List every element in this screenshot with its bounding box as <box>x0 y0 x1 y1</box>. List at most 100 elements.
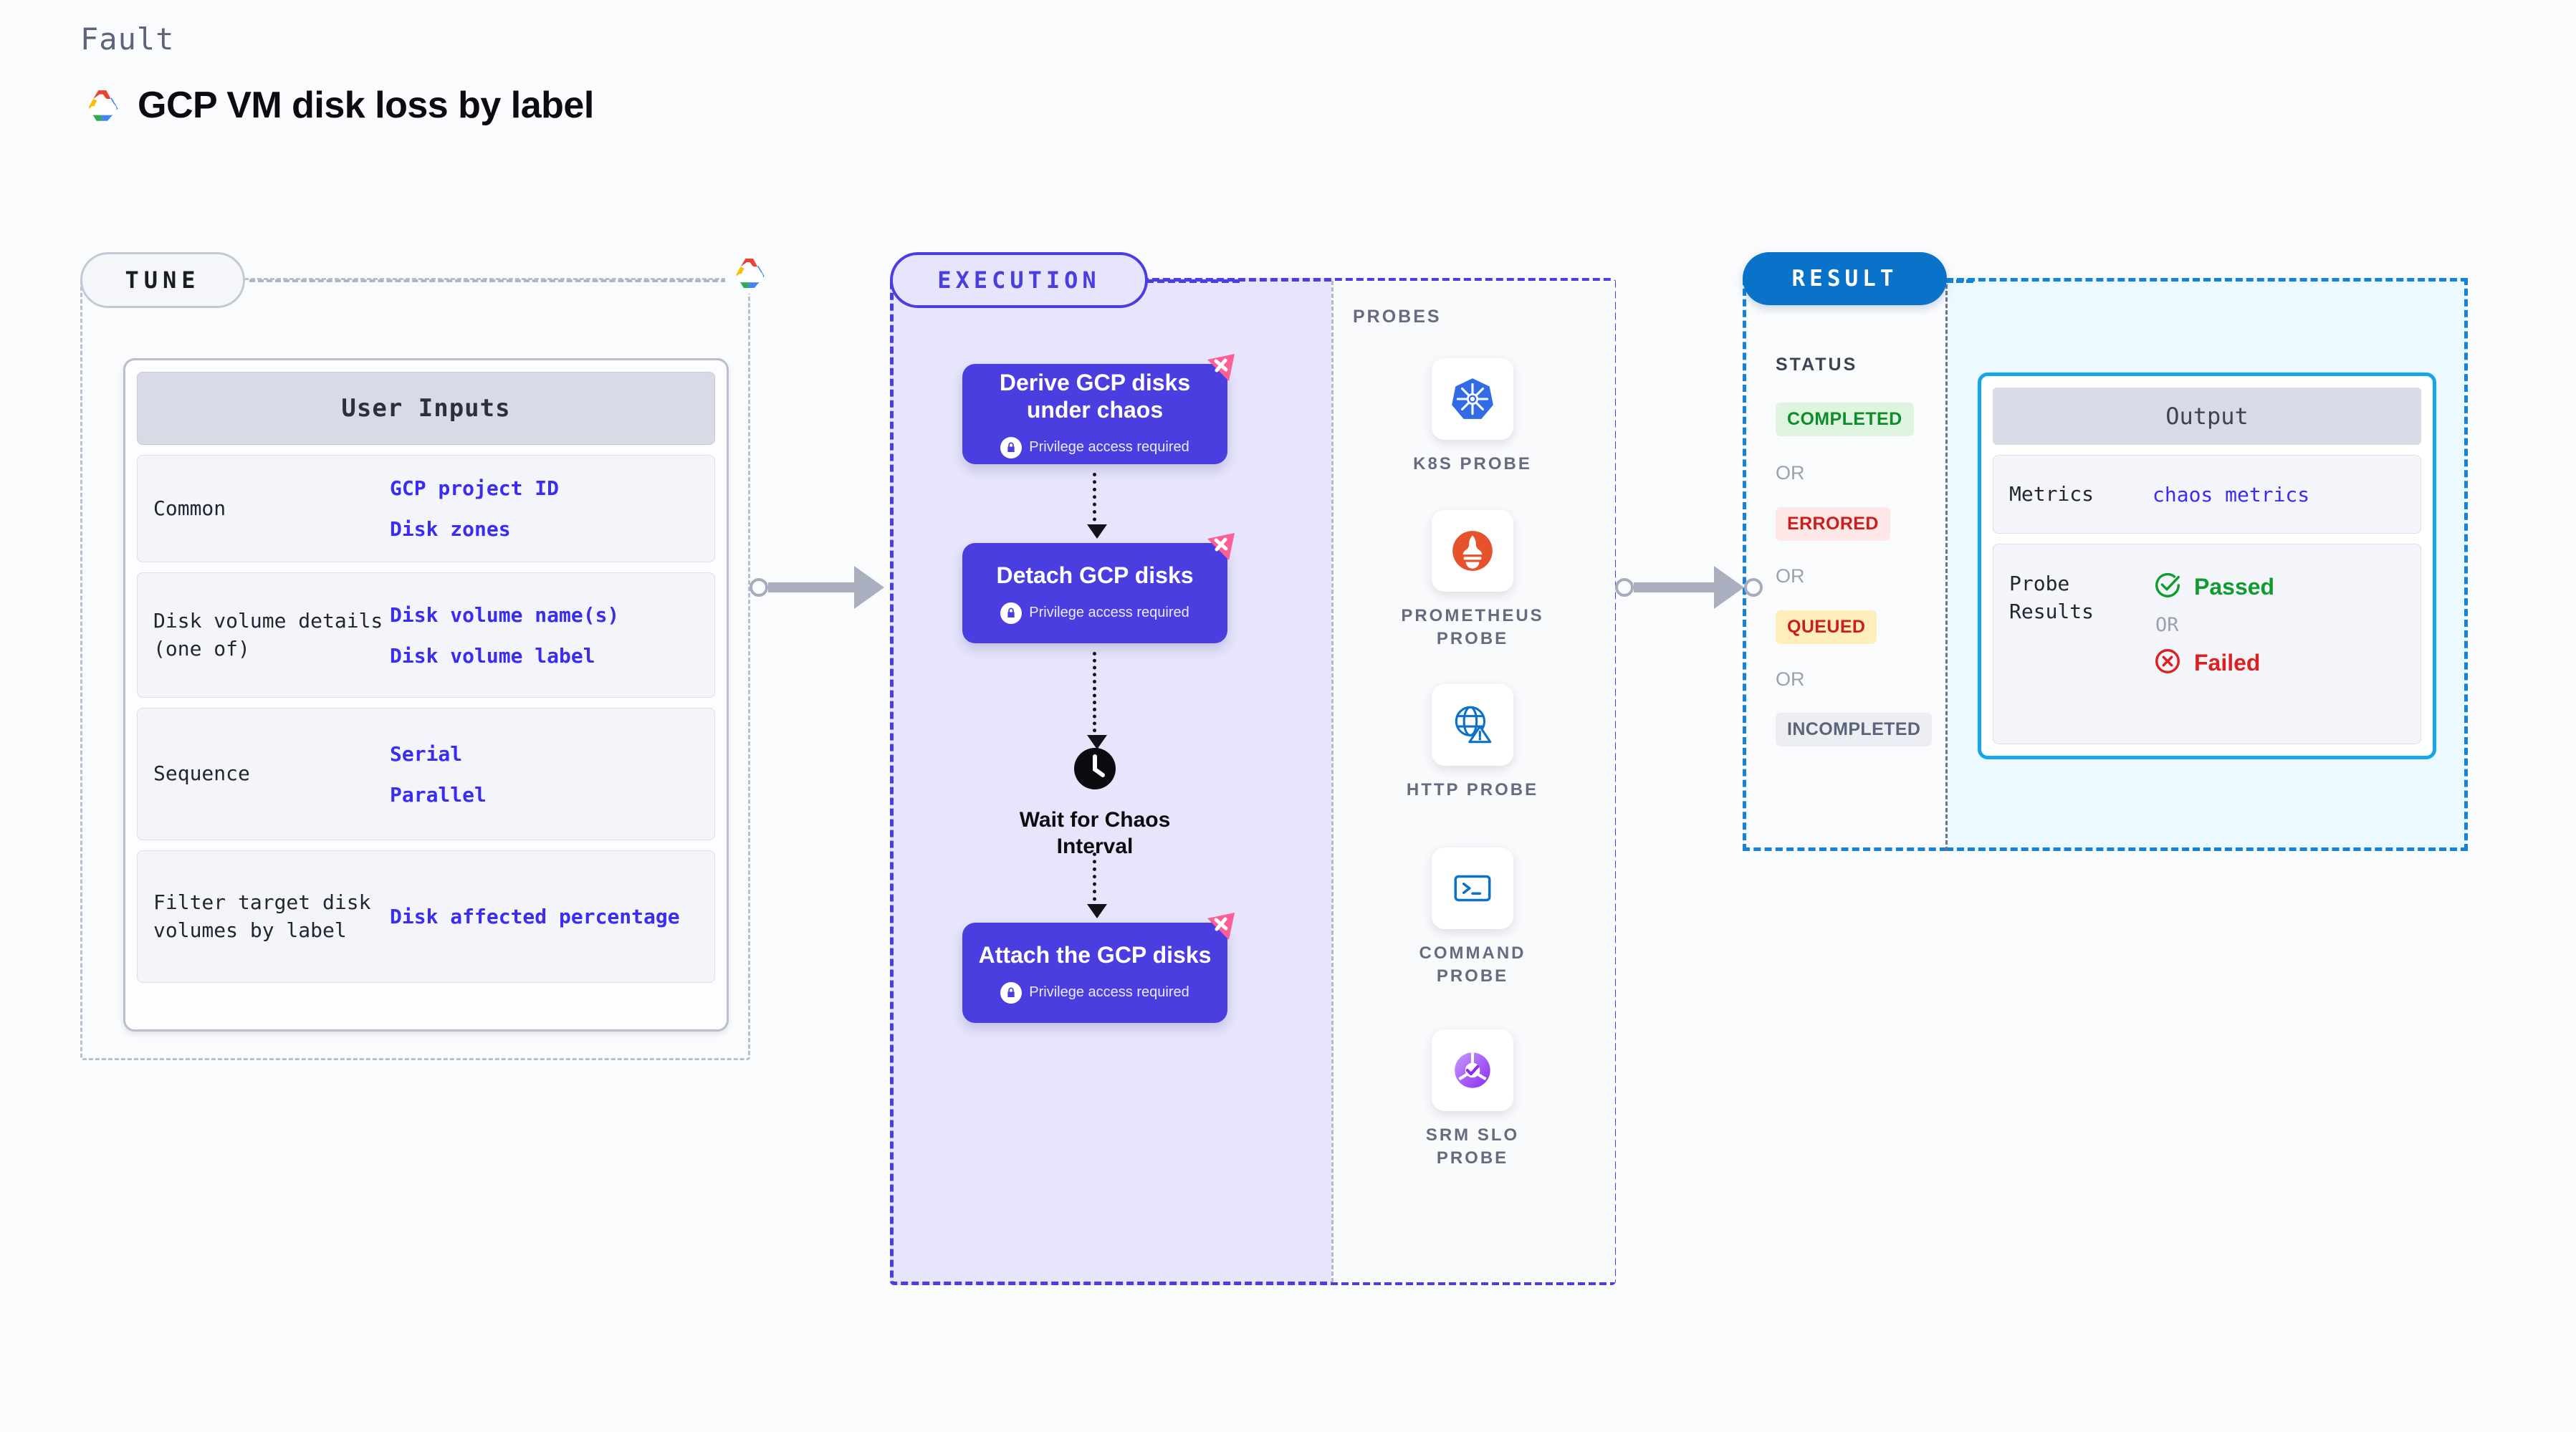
output-title: Output <box>1993 388 2421 445</box>
gcp-cloud-logo-icon <box>80 87 122 124</box>
execution-badge[interactable]: EXECUTION <box>890 252 1148 308</box>
probes-section-label: PROBES <box>1353 307 1442 327</box>
prometheus-icon <box>1432 510 1513 592</box>
title-row: GCP VM disk loss by label <box>80 84 1083 127</box>
privilege-text: Privilege access required <box>1029 984 1189 1001</box>
execution-node-wait-for-chaos-interval[interactable]: Wait for Chaos Interval <box>996 745 1194 860</box>
node-title: Detach GCP disks <box>996 562 1194 589</box>
result-dashed-connector <box>1946 279 1973 283</box>
srm-slo-icon <box>1432 1029 1513 1111</box>
probe-result-passed: Passed <box>2153 570 2274 604</box>
result-status-column <box>1743 278 1947 851</box>
litmus-mark-icon <box>1205 530 1237 567</box>
page-header: Fault GCP VM disk loss by label <box>80 21 1083 127</box>
input-value[interactable]: Serial <box>390 741 463 766</box>
output-row-metrics: Metrics chaos metrics <box>1993 455 2421 534</box>
input-row-key: Sequence <box>153 761 250 786</box>
execution-dashed-connector <box>1146 279 1240 283</box>
connector-arrowhead <box>1714 566 1744 609</box>
input-row-values: Disk volume name(s) Disk volume label <box>390 602 619 668</box>
input-row-values: Serial Parallel <box>390 741 487 807</box>
kubernetes-icon <box>1432 358 1513 440</box>
input-value[interactable]: Parallel <box>390 782 487 807</box>
probe-item-http[interactable]: HTTP PROBE <box>1387 684 1558 802</box>
litmus-mark-icon <box>1205 351 1237 388</box>
probe-item-srm-slo[interactable]: SRM SLO PROBE <box>1387 1029 1558 1171</box>
globe-warning-icon <box>1432 684 1513 766</box>
node-title: Derive GCP disks under chaos <box>999 370 1191 423</box>
status-section-label: STATUS <box>1776 355 1858 375</box>
tune-badge[interactable]: TUNE <box>80 252 245 308</box>
check-circle-icon <box>2153 570 2183 604</box>
input-row-values: Disk affected percentage <box>390 904 680 929</box>
execution-node-derive-gcp-disks[interactable]: Derive GCP disks under chaos Privilege a… <box>962 354 1235 464</box>
flow-arrow-3 <box>1087 852 1107 918</box>
input-value[interactable]: Disk volume name(s) <box>390 602 620 627</box>
node-title: Attach the GCP disks <box>978 942 1212 969</box>
input-value[interactable]: GCP project ID <box>390 476 560 500</box>
execution-node-detach-gcp-disks[interactable]: Detach GCP disks Privilege access requir… <box>962 533 1235 643</box>
input-value[interactable]: Disk zones <box>390 517 511 541</box>
user-inputs-title: User Inputs <box>137 372 715 445</box>
status-badge-queued: QUEUED <box>1776 610 1877 644</box>
status-or-separator: OR <box>1776 668 1805 690</box>
output-row-value[interactable]: chaos metrics <box>2153 482 2310 506</box>
probe-label: SRM SLO PROBE <box>1425 1125 1520 1168</box>
lock-icon <box>1000 981 1023 1004</box>
output-row-key: Probe Results <box>2009 572 2094 623</box>
input-row-common: Common GCP project ID Disk zones <box>137 455 715 562</box>
connector-start-dot <box>1615 578 1634 597</box>
connector-line <box>768 582 854 592</box>
passed-label: Passed <box>2194 574 2275 600</box>
input-row-key: Disk volume details (one of) <box>153 608 383 660</box>
privilege-text: Privilege access required <box>1029 605 1189 621</box>
user-inputs-card: User Inputs Common GCP project ID Disk z… <box>123 358 729 1032</box>
output-card: Output Metrics chaos metrics Probe Resul… <box>1978 373 2436 759</box>
flow-arrow-1 <box>1087 473 1107 539</box>
status-or-separator: OR <box>1776 462 1805 484</box>
input-row-key: Common <box>153 496 226 520</box>
status-or-separator: OR <box>1776 565 1805 587</box>
probe-result-failed: Failed <box>2153 646 2274 680</box>
connector-tune-to-execution <box>750 566 884 609</box>
probes-column <box>1331 281 1615 1282</box>
input-row-key: Filter target disk volumes by label <box>153 890 371 942</box>
tune-panel <box>80 278 750 1060</box>
lock-icon <box>1000 436 1023 458</box>
node-privilege-note: Privilege access required <box>1000 602 1189 624</box>
status-badge-errored: ERRORED <box>1776 507 1890 541</box>
status-badge-incompleted: INCOMPLETED <box>1776 713 1933 746</box>
connector-line <box>1634 582 1714 592</box>
probe-item-k8s[interactable]: K8S PROBE <box>1387 358 1558 476</box>
flow-arrow-2 <box>1087 652 1107 749</box>
probe-label: PROMETHEUS PROBE <box>1401 606 1544 649</box>
probe-label: K8S PROBE <box>1413 454 1532 474</box>
clock-icon <box>1071 745 1119 796</box>
connector-execution-to-result <box>1615 566 1763 609</box>
tune-gcp-cloud-logo-icon <box>725 252 771 294</box>
input-value[interactable]: Disk volume label <box>390 643 595 668</box>
failed-label: Failed <box>2194 650 2261 676</box>
page-title: GCP VM disk loss by label <box>138 85 594 126</box>
node-privilege-note: Privilege access required <box>1000 436 1189 458</box>
probe-result-values: Passed OR Failed <box>2153 570 2274 680</box>
input-row-disk-volume-details: Disk volume details (one of) Disk volume… <box>137 572 715 698</box>
input-value[interactable]: Disk affected percentage <box>390 905 680 928</box>
x-circle-icon <box>2153 646 2183 680</box>
privilege-text: Privilege access required <box>1029 439 1189 456</box>
probe-label: COMMAND PROBE <box>1419 943 1526 986</box>
tune-dashed-connector <box>249 279 744 282</box>
execution-node-attach-gcp-disks[interactable]: Attach the GCP disks Privilege access re… <box>962 913 1235 1023</box>
fault-kicker: Fault <box>80 21 175 57</box>
input-row-values: GCP project ID Disk zones <box>390 476 559 542</box>
result-badge[interactable]: RESULT <box>1743 252 1947 305</box>
node-privilege-note: Privilege access required <box>1000 981 1189 1004</box>
lock-icon <box>1000 602 1023 624</box>
probe-label: HTTP PROBE <box>1406 780 1539 799</box>
output-row-key: Metrics <box>2009 481 2094 506</box>
probe-item-prometheus[interactable]: PROMETHEUS PROBE <box>1387 510 1558 651</box>
input-row-filter-target: Filter target disk volumes by label Disk… <box>137 850 715 983</box>
probe-item-command[interactable]: COMMAND PROBE <box>1387 847 1558 989</box>
wait-node-label: Wait for Chaos Interval <box>1019 808 1171 858</box>
status-badge-completed: COMPLETED <box>1776 403 1914 436</box>
